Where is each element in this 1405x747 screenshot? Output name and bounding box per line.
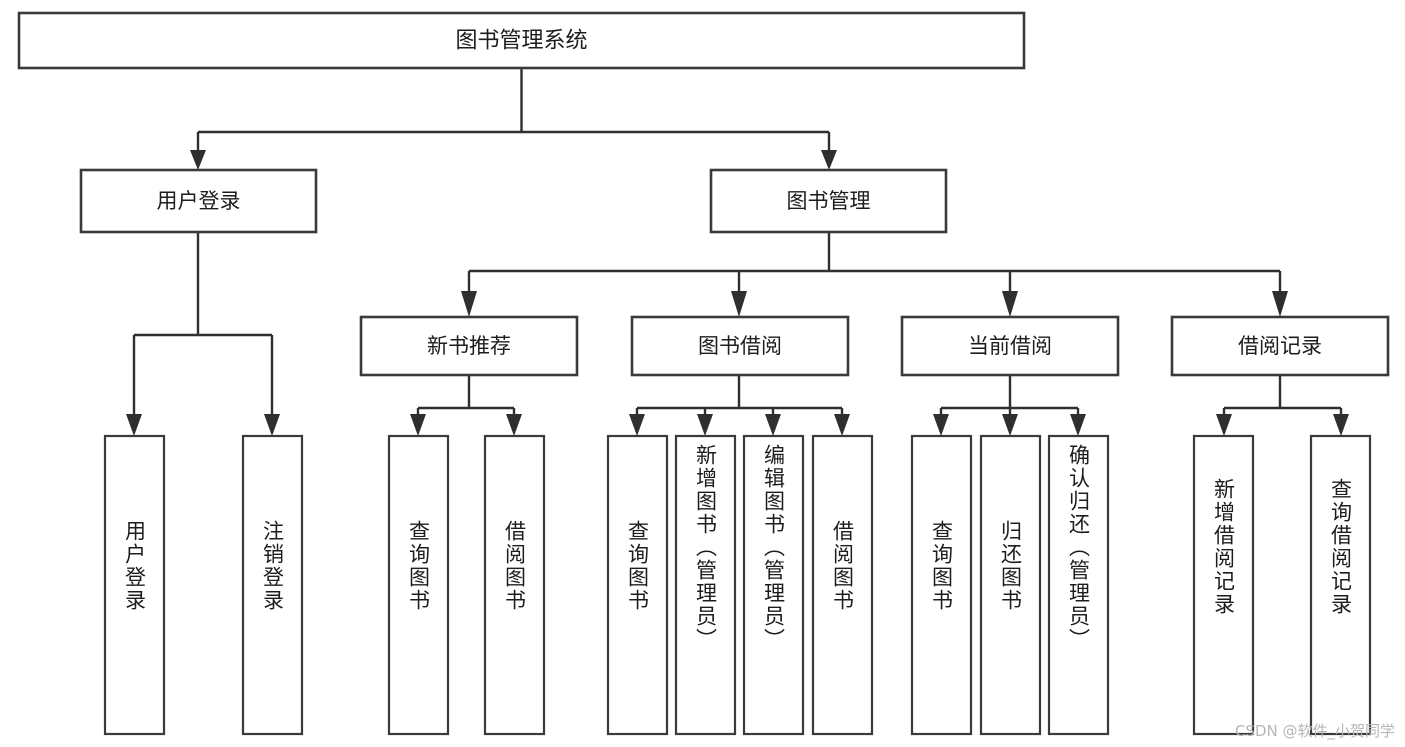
- node-book-borrow[interactable]: [630, 315, 850, 377]
- node-current-borrow-label: 当前借阅: [968, 334, 1052, 358]
- arrowhead-borrow-record: [1272, 291, 1288, 317]
- node-leaf-confirm-return[interactable]: [1047, 434, 1110, 736]
- node-root[interactable]: [17, 11, 1026, 70]
- node-new-book-rec-label: 新书推荐: [427, 334, 511, 358]
- arrowhead-leaf-edit-book: [765, 414, 781, 436]
- node-leaf-query-book-2[interactable]: [606, 434, 669, 736]
- node-layer: 图书管理系统 用户登录 图书管理 新书推荐 图书借阅 当前借阅 借阅记录: [17, 11, 1390, 736]
- arrowhead-leaf-logout: [264, 414, 280, 436]
- csdn-watermark: CSDN @软件_小贺同学: [1234, 722, 1395, 740]
- node-leaf-edit-book[interactable]: [742, 434, 805, 736]
- node-new-book-rec[interactable]: [359, 315, 579, 377]
- node-root-label: 图书管理系统: [455, 29, 587, 54]
- arrowhead-leaf-query-record: [1333, 414, 1349, 436]
- node-leaf-query-book-3[interactable]: [910, 434, 973, 736]
- arrowhead-leaf-borrow-book-1: [506, 414, 522, 436]
- node-leaf-user-login[interactable]: [103, 434, 166, 736]
- arrowhead-leaf-return-book: [1002, 414, 1018, 436]
- node-user-login[interactable]: [79, 168, 318, 234]
- arrowhead-user-login: [190, 150, 206, 170]
- node-borrow-record-label: 借阅记录: [1238, 334, 1322, 358]
- node-leaf-borrow-book-1[interactable]: [483, 434, 546, 736]
- node-current-borrow[interactable]: [900, 315, 1120, 377]
- connector-layer: [126, 68, 1349, 436]
- node-leaf-add-record[interactable]: [1192, 434, 1255, 736]
- node-leaf-add-book[interactable]: [674, 434, 737, 736]
- arrowhead-leaf-query-book-2: [629, 414, 645, 436]
- arrowhead-leaf-query-book-1: [410, 414, 426, 436]
- arrowhead-book-manage: [821, 150, 837, 170]
- node-leaf-return-book[interactable]: [979, 434, 1042, 736]
- arrowhead-leaf-add-record: [1216, 414, 1232, 436]
- node-user-login-label: 用户登录: [157, 189, 241, 213]
- node-book-manage-label: 图书管理: [787, 189, 871, 213]
- arrowhead-book-borrow: [731, 291, 747, 317]
- node-leaf-query-record[interactable]: [1309, 434, 1372, 736]
- arrowhead-new-book-rec: [461, 291, 477, 317]
- arrowhead-leaf-confirm-return: [1070, 414, 1086, 436]
- arrowhead-leaf-add-book: [697, 414, 713, 436]
- node-leaf-borrow-book-2[interactable]: [811, 434, 874, 736]
- arrowhead-leaf-query-book-3: [933, 414, 949, 436]
- node-book-borrow-label: 图书借阅: [698, 334, 782, 358]
- arrowhead-leaf-borrow-book-2: [834, 414, 850, 436]
- node-book-manage[interactable]: [709, 168, 948, 234]
- node-leaf-query-book-1[interactable]: [387, 434, 450, 736]
- node-leaf-logout[interactable]: [241, 434, 304, 736]
- arrowhead-leaf-user-login: [126, 414, 142, 436]
- node-borrow-record[interactable]: [1170, 315, 1390, 377]
- arrowhead-current-borrow: [1002, 291, 1018, 317]
